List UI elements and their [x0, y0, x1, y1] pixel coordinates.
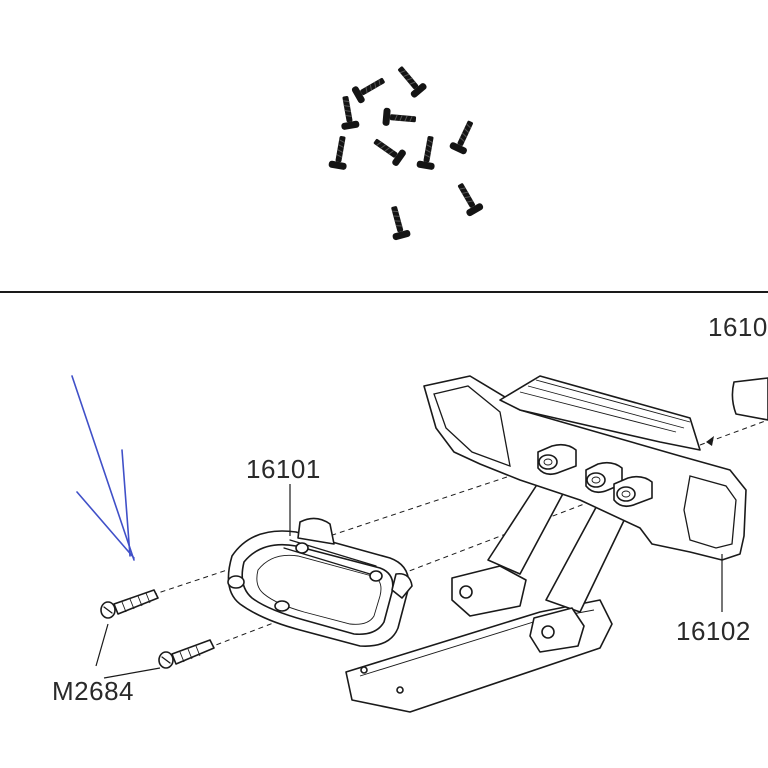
part-1610-partial — [731, 377, 768, 421]
leader-lines — [95, 484, 723, 679]
part-16101-guard — [227, 517, 413, 647]
screw-set-photo — [327, 61, 485, 242]
part-16102-bumper — [345, 375, 747, 713]
bumper-mount-bosses — [537, 443, 653, 508]
screw-lower — [158, 639, 215, 669]
screw-upper — [100, 589, 159, 619]
label-1610: 1610 — [708, 312, 768, 342]
pen-annotation-lines — [71, 375, 135, 561]
label-16102: 16102 — [676, 616, 751, 646]
label-16101: 16101 — [246, 454, 321, 484]
label-m2684: M2684 — [52, 676, 134, 706]
